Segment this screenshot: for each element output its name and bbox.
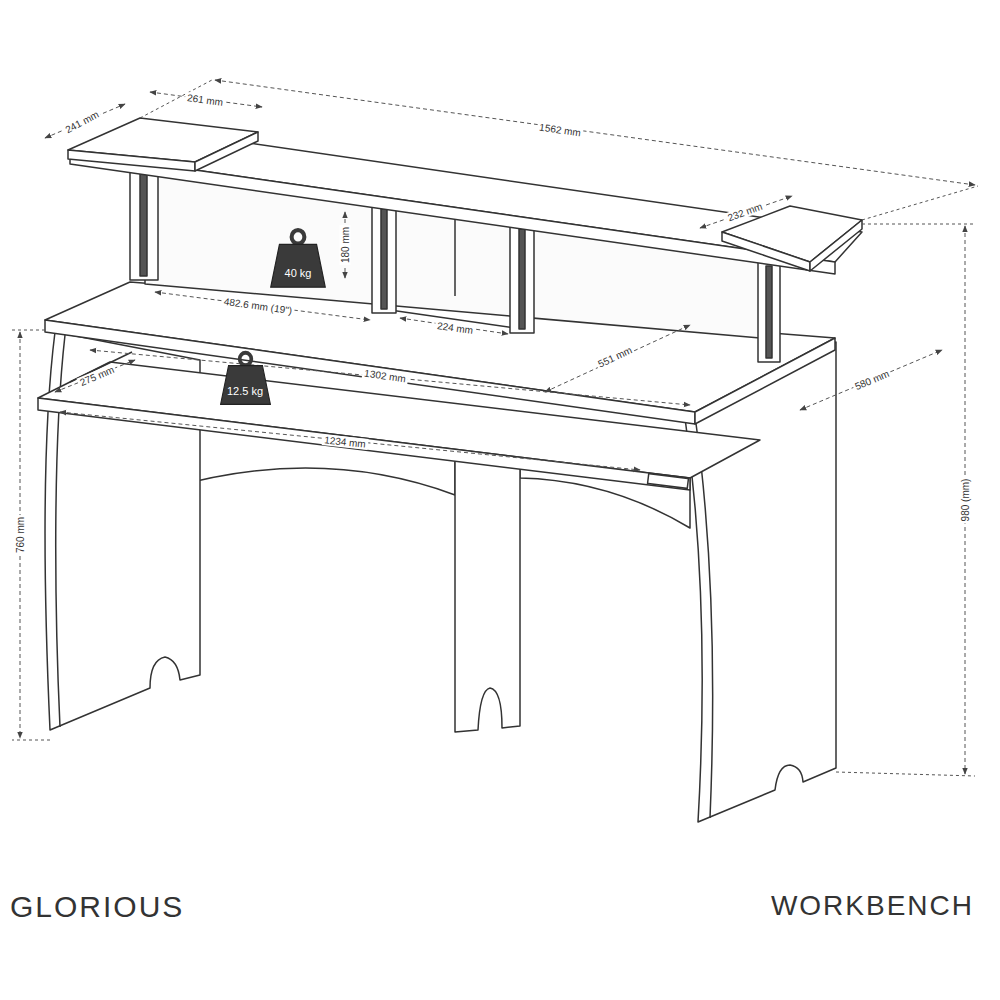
brand-text: WORKBENCH <box>771 890 974 922</box>
dimension-label: 1562 mm <box>537 121 584 138</box>
dimension-label: 261 mm <box>184 92 225 108</box>
weight-shape <box>219 350 272 406</box>
dimension-label: 980 (mm) <box>960 477 971 524</box>
brand-text: GLORIOUS <box>10 890 184 924</box>
weight-label: 40 kg <box>269 267 327 279</box>
dimension-label: 180 mm <box>340 225 351 265</box>
dimension-label: 760 mm <box>15 515 26 555</box>
weight-label: 12.5 kg <box>219 385 272 397</box>
dimension-label: 580 mm <box>851 367 892 393</box>
weight-icon: 40 kg <box>269 227 327 289</box>
weight-icon: 12.5 kg <box>219 350 272 406</box>
weight-shape <box>269 227 327 289</box>
dimension-label: 241 mm <box>62 108 103 137</box>
